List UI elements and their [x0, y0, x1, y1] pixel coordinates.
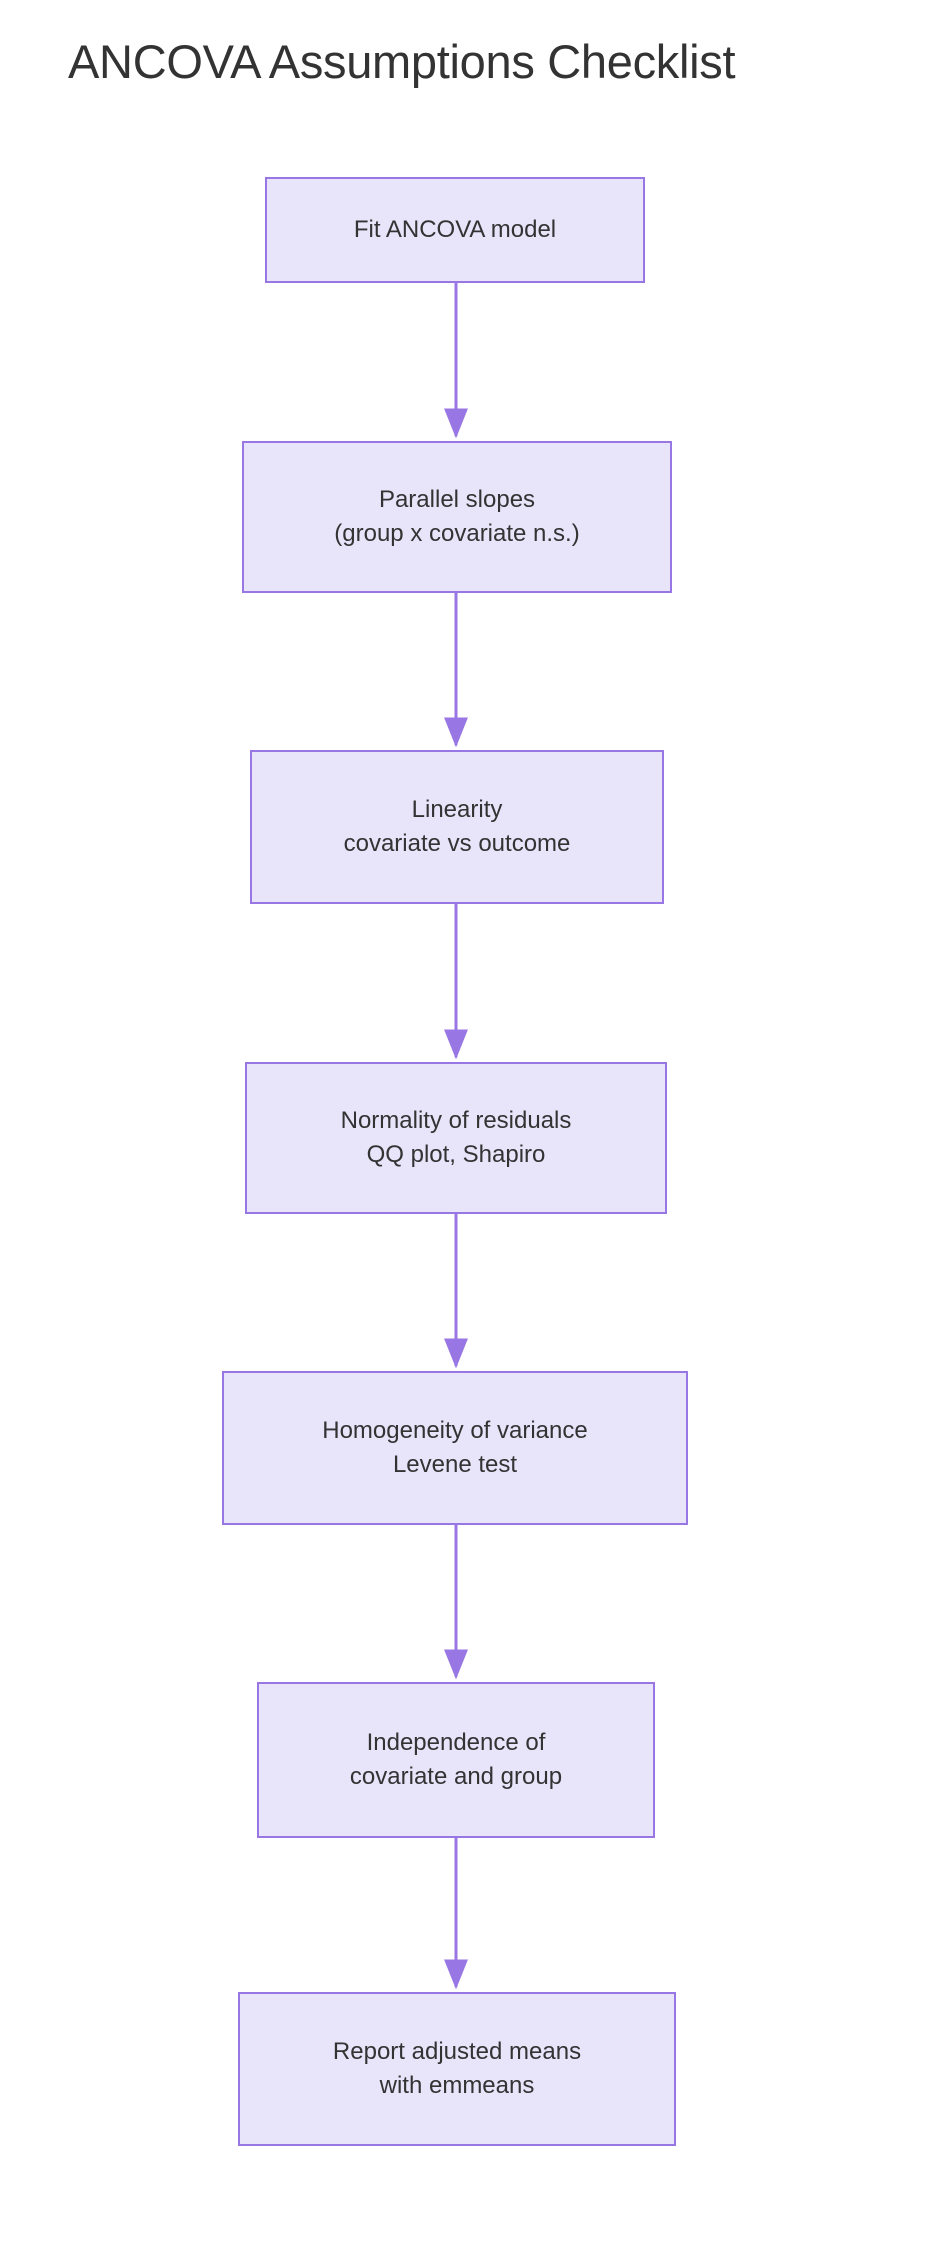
node-report-line-2: with emmeans [379, 2072, 535, 2099]
node-slopes-line-1: Parallel slopes [378, 485, 536, 513]
node-report-adjusted-means[interactable]: Report adjusted means with emmeans [238, 1992, 676, 2146]
node-normality-line-2: QQ plot, Shapiro [366, 1141, 546, 1168]
node-fit-ancova-model[interactable]: Fit ANCOVA model [265, 177, 645, 283]
node-parallel-slopes[interactable]: Parallel slopes (group x covariate n.s.) [242, 441, 672, 593]
node-homogen-line-2: Levene test [392, 1451, 518, 1478]
node-normality-line-1: Normality of residuals [340, 1106, 572, 1134]
node-linearity-line-2: covariate vs outcome [343, 830, 571, 857]
node-homogeneity-of-variance[interactable]: Homogeneity of variance Levene test [222, 1371, 688, 1525]
node-independ-line-2: covariate and group [349, 1763, 563, 1790]
node-linearity-line-1: Linearity [411, 795, 503, 823]
node-normality-of-residuals[interactable]: Normality of residuals QQ plot, Shapiro [245, 1062, 667, 1214]
node-homogen-line-1: Homogeneity of variance [322, 1416, 588, 1444]
node-linearity[interactable]: Linearity covariate vs outcome [250, 750, 664, 904]
node-independence-of-covariate-and-group[interactable]: Independence of covariate and group [257, 1682, 655, 1838]
node-fit-line-1: Fit ANCOVA model [353, 215, 557, 243]
node-independ-line-1: Independence of [366, 1728, 546, 1756]
node-report-line-1: Report adjusted means [332, 2037, 582, 2065]
node-slopes-line-2: (group x covariate n.s.) [334, 520, 580, 547]
page-title: ANCOVA Assumptions Checklist [68, 35, 736, 88]
